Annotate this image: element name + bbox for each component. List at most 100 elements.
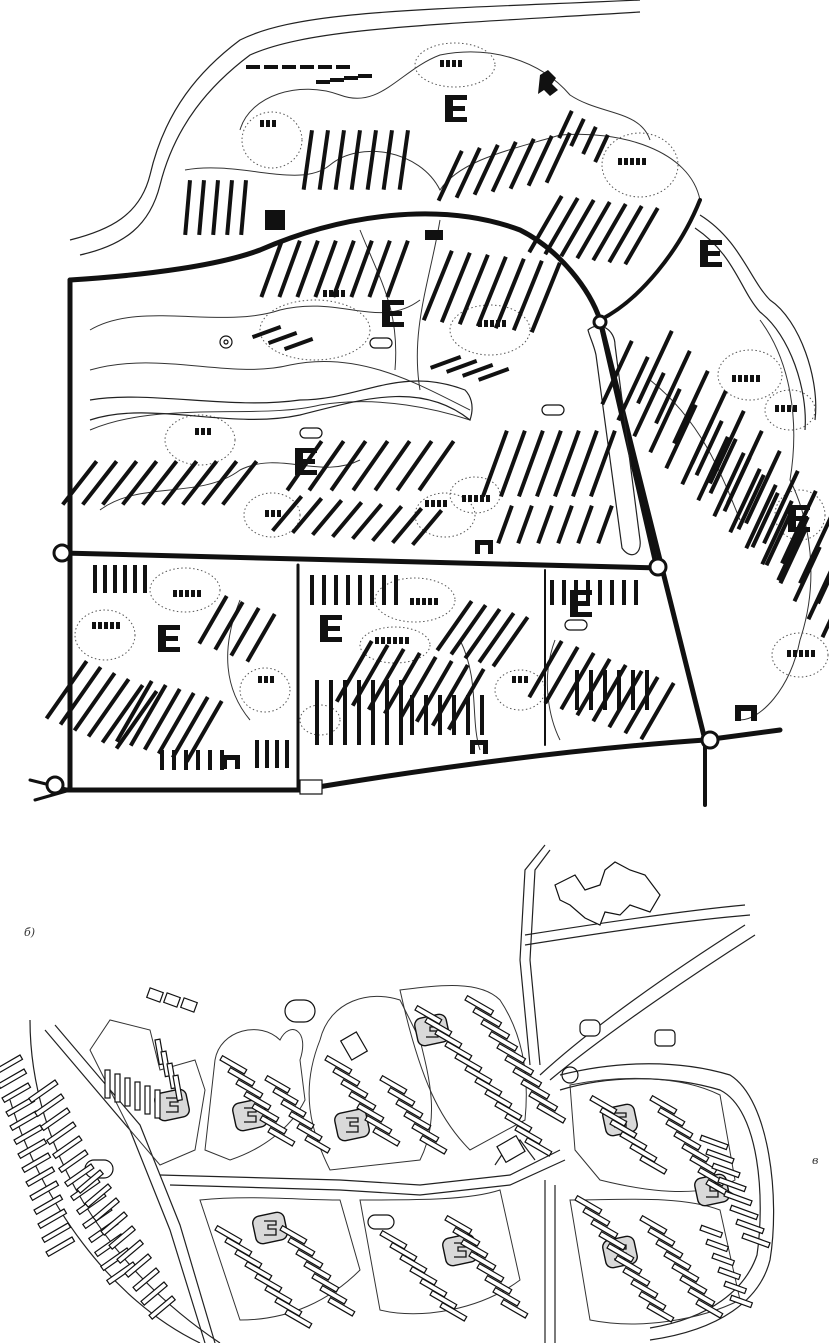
residential-block bbox=[606, 1242, 635, 1263]
residential-block bbox=[181, 460, 219, 506]
residential-block bbox=[687, 1286, 716, 1307]
kindergarten-building bbox=[265, 510, 269, 517]
residential-block bbox=[529, 262, 562, 334]
residential-block bbox=[57, 1149, 89, 1174]
residential-block bbox=[639, 1154, 668, 1175]
kindergarten-building bbox=[787, 650, 791, 657]
building bbox=[496, 1134, 526, 1164]
residential-block bbox=[609, 1118, 638, 1139]
residential-block bbox=[589, 1094, 618, 1115]
residential-block bbox=[712, 452, 746, 518]
road-northeast bbox=[598, 198, 702, 322]
residential-block bbox=[391, 506, 424, 545]
residential-block bbox=[527, 640, 564, 699]
residential-block bbox=[121, 459, 159, 506]
residential-block bbox=[224, 1236, 253, 1257]
civic-center-building bbox=[554, 861, 661, 926]
kindergarten-building bbox=[387, 637, 391, 644]
public-building bbox=[735, 705, 757, 721]
residential-block bbox=[371, 505, 404, 543]
kindergarten-building bbox=[618, 158, 622, 165]
residential-block bbox=[365, 130, 378, 190]
residential-block bbox=[267, 330, 298, 346]
residential-block bbox=[154, 1089, 161, 1119]
kindergarten-blocks-a bbox=[92, 60, 815, 683]
residential-block bbox=[358, 575, 362, 605]
kindergarten-building bbox=[272, 120, 276, 127]
residential-block bbox=[254, 1272, 283, 1293]
residential-block bbox=[411, 508, 444, 547]
residential-block bbox=[197, 180, 206, 236]
residential-block bbox=[638, 1290, 667, 1311]
residential-block bbox=[244, 1260, 273, 1281]
residential-block bbox=[17, 1138, 48, 1160]
kindergarten-building bbox=[410, 598, 414, 605]
residential-block bbox=[143, 688, 182, 751]
residential-block bbox=[271, 494, 304, 533]
residential-block bbox=[272, 1086, 299, 1106]
residential-block bbox=[429, 1289, 458, 1310]
residential-block bbox=[598, 1230, 627, 1251]
residential-block bbox=[696, 436, 730, 502]
kindergarten-building bbox=[443, 500, 447, 507]
kindergarten-building bbox=[452, 60, 456, 67]
road-middle bbox=[59, 550, 663, 571]
residential-block bbox=[300, 65, 314, 69]
residential-block bbox=[735, 1218, 765, 1235]
residential-block bbox=[45, 1121, 77, 1146]
residential-block bbox=[472, 1006, 503, 1028]
residential-block bbox=[81, 459, 119, 506]
kindergarten-building bbox=[502, 320, 506, 327]
residential-block bbox=[729, 1204, 759, 1221]
residential-block bbox=[671, 1262, 700, 1283]
roundabout bbox=[592, 314, 608, 330]
residential-block bbox=[21, 1152, 52, 1174]
kindergarten-building bbox=[799, 650, 803, 657]
residential-block bbox=[100, 1211, 129, 1236]
residential-block bbox=[351, 503, 384, 541]
residential-block bbox=[86, 677, 131, 738]
kindergarten-building bbox=[375, 637, 379, 644]
road-east-diagonal bbox=[549, 934, 756, 1081]
kindergarten-building bbox=[750, 375, 754, 382]
residential-block bbox=[591, 664, 628, 723]
residential-block bbox=[280, 1098, 307, 1118]
residential-block bbox=[741, 1232, 771, 1249]
residential-block bbox=[123, 565, 127, 593]
residential-block bbox=[129, 684, 168, 747]
residential-block bbox=[343, 680, 347, 745]
kindergarten-building bbox=[173, 590, 177, 597]
residential-block bbox=[631, 670, 635, 710]
residential-block bbox=[722, 456, 752, 513]
kindergarten-building bbox=[425, 500, 429, 507]
residential-block bbox=[665, 1118, 694, 1139]
public-building bbox=[475, 540, 493, 554]
kindergarten-building bbox=[104, 622, 108, 629]
residential-block bbox=[397, 130, 410, 190]
residential-block bbox=[208, 750, 212, 770]
residential-block bbox=[225, 180, 234, 236]
kindergarten-building bbox=[185, 590, 189, 597]
road-east-diagonal bbox=[539, 924, 746, 1076]
residential-block bbox=[543, 196, 580, 256]
residential-block bbox=[327, 1296, 356, 1317]
residential-block bbox=[264, 1074, 291, 1094]
residential-block bbox=[414, 1004, 443, 1025]
residential-block bbox=[201, 460, 239, 506]
residential-block bbox=[569, 118, 586, 147]
residential-block bbox=[760, 499, 794, 566]
residential-block bbox=[144, 1085, 151, 1115]
schools bbox=[158, 70, 810, 769]
residential-block bbox=[511, 260, 544, 332]
residential-block bbox=[275, 740, 279, 768]
residential-block bbox=[313, 239, 338, 298]
residential-block bbox=[219, 1054, 248, 1075]
kindergarten-building bbox=[323, 290, 327, 297]
residential-block bbox=[645, 670, 649, 710]
residential-block bbox=[239, 180, 248, 236]
residential-block bbox=[100, 684, 145, 744]
residential-block bbox=[329, 440, 368, 492]
residential-block bbox=[528, 1090, 559, 1112]
kindergarten-building bbox=[399, 637, 403, 644]
residential-block bbox=[334, 640, 374, 703]
